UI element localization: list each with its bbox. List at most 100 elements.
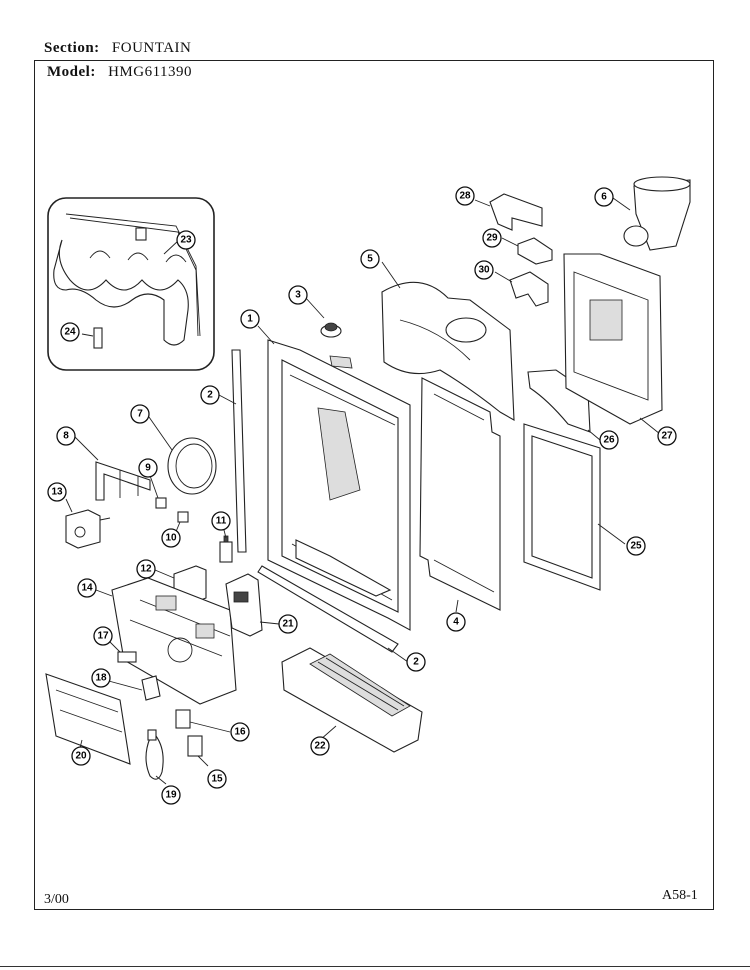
callout-21: 21 — [278, 614, 298, 634]
callout-8: 8 — [56, 426, 76, 446]
section-header: Section: FOUNTAIN — [44, 40, 191, 57]
part-7-disc — [167, 437, 217, 495]
part-27-front-panel — [563, 253, 663, 425]
svg-text:18: 18 — [95, 673, 107, 684]
svg-text:14: 14 — [81, 583, 93, 594]
part-21-paddle — [225, 573, 263, 637]
svg-text:15: 15 — [211, 774, 223, 785]
footer-date: 3/00 — [44, 892, 69, 907]
callout-23: 23 — [176, 230, 196, 250]
callout-15: 15 — [207, 769, 227, 789]
callout-1: 1 — [240, 309, 260, 329]
part-4-insulation — [419, 377, 501, 611]
callout-12: 12 — [136, 559, 156, 579]
part-22-drip-tray — [281, 647, 423, 753]
model-value: HMG611390 — [108, 64, 193, 80]
callout-30: 30 — [474, 260, 494, 280]
part-2-trim-strips — [231, 349, 399, 653]
svg-text:8: 8 — [63, 431, 69, 442]
svg-text:4: 4 — [453, 617, 459, 628]
callouts: 1 2 2 3 4 5 6 7 8 9 10 11 12 13 14 15 16… — [47, 186, 677, 805]
callout-9: 9 — [138, 458, 158, 478]
svg-text:16: 16 — [234, 727, 246, 738]
part-25-gasket — [523, 423, 601, 591]
svg-text:10: 10 — [165, 533, 177, 544]
svg-text:7: 7 — [137, 409, 143, 420]
svg-text:21: 21 — [282, 619, 294, 630]
callout-13: 13 — [47, 482, 67, 502]
part-3-knob — [320, 322, 342, 338]
diagram-frame — [34, 60, 714, 910]
footer-page-code: A58-1 — [662, 888, 698, 903]
svg-text:26: 26 — [603, 435, 615, 446]
part-10-clip — [177, 511, 189, 523]
svg-text:1: 1 — [247, 314, 253, 325]
callout-20: 20 — [71, 746, 91, 766]
svg-text:25: 25 — [630, 541, 642, 552]
svg-text:5: 5 — [367, 254, 373, 265]
svg-text:22: 22 — [314, 741, 326, 752]
svg-text:29: 29 — [486, 233, 498, 244]
callout-2-upper: 2 — [200, 385, 220, 405]
callout-3: 3 — [288, 285, 308, 305]
callout-17: 17 — [93, 626, 113, 646]
svg-text:19: 19 — [165, 790, 177, 801]
callout-14: 14 — [77, 578, 97, 598]
model-header: Model: HMG611390 — [47, 64, 192, 81]
part-9-clip — [155, 497, 167, 509]
part-24-fitting — [81, 327, 103, 349]
callout-22: 22 — [310, 736, 330, 756]
part-15-switch — [187, 735, 203, 757]
callout-5: 5 — [360, 249, 380, 269]
svg-text:9: 9 — [145, 463, 151, 474]
callout-7: 7 — [130, 404, 150, 424]
svg-text:23: 23 — [180, 235, 192, 246]
svg-text:13: 13 — [51, 487, 63, 498]
part-20-cover — [45, 673, 131, 765]
bottom-rule — [0, 966, 750, 967]
part-8-lever — [95, 461, 151, 501]
callout-18: 18 — [91, 668, 111, 688]
model-label: Model: — [47, 64, 96, 80]
svg-text:3: 3 — [295, 290, 301, 301]
callout-29: 29 — [482, 228, 502, 248]
part-6-chute — [623, 176, 691, 251]
part-19-bulb — [145, 729, 164, 780]
section-label: Section: — [44, 40, 100, 56]
part-29-block — [517, 237, 553, 265]
section-value: FOUNTAIN — [111, 40, 192, 56]
callout-4: 4 — [446, 612, 466, 632]
part-13-solenoid — [65, 509, 111, 549]
callout-26: 26 — [599, 430, 619, 450]
part-14-control-module — [111, 577, 237, 705]
part-28-bracket — [489, 193, 543, 231]
callout-2-lower: 2 — [406, 652, 426, 672]
part-16-switch — [175, 709, 191, 729]
svg-text:12: 12 — [140, 564, 152, 575]
callout-24: 24 — [60, 322, 80, 342]
callout-6: 6 — [594, 187, 614, 207]
callout-19: 19 — [161, 785, 181, 805]
part-1-housing — [267, 339, 411, 631]
svg-text:30: 30 — [478, 265, 490, 276]
svg-text:2: 2 — [207, 390, 213, 401]
svg-text:6: 6 — [601, 192, 607, 203]
part-18-socket — [141, 675, 161, 701]
callout-27: 27 — [657, 426, 677, 446]
part-5-shroud — [381, 281, 515, 421]
callout-10: 10 — [161, 528, 181, 548]
svg-text:17: 17 — [97, 631, 109, 642]
svg-text:24: 24 — [64, 327, 76, 338]
svg-text:28: 28 — [459, 191, 471, 202]
callout-25: 25 — [626, 536, 646, 556]
svg-text:27: 27 — [661, 431, 673, 442]
callout-28: 28 — [455, 186, 475, 206]
callout-11: 11 — [211, 511, 231, 531]
part-17-connector — [117, 651, 137, 663]
callout-16: 16 — [230, 722, 250, 742]
part-11-switch — [219, 535, 233, 563]
svg-text:2: 2 — [413, 657, 419, 668]
svg-text:20: 20 — [75, 751, 87, 762]
part-30-clip — [509, 271, 549, 307]
